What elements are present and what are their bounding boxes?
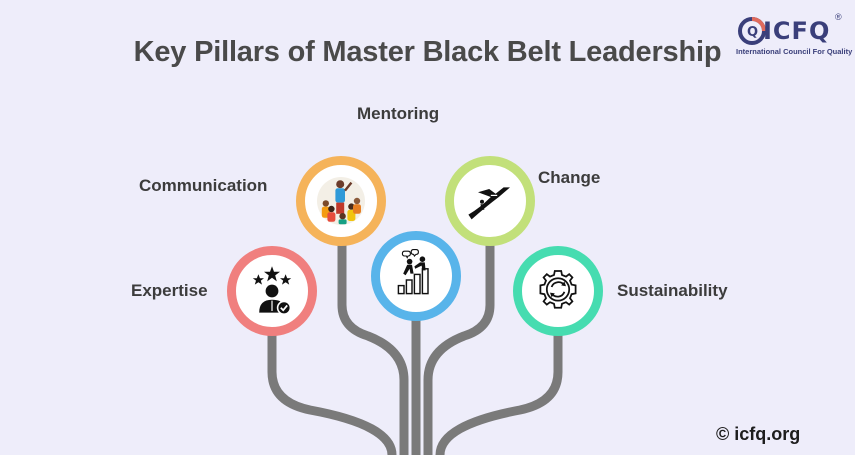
icfq-logo: Q (738, 17, 766, 45)
pillar-circle-expertise (227, 246, 317, 336)
pillar-label-communication: Communication (139, 176, 268, 195)
pillar-circle-communication (296, 156, 386, 246)
team-presentation-icon (317, 177, 365, 225)
pillar-circle-mentoring (371, 231, 461, 321)
pillar-circle-change (445, 156, 535, 246)
crossroad-icon (468, 187, 510, 220)
copyright-text: © icfq.org (716, 424, 801, 444)
pillar-label-expertise: Expertise (131, 281, 208, 300)
logo-subtitle: International Council For Quality (736, 47, 853, 56)
branch-communication (337, 227, 409, 455)
pillar-label-change: Change (538, 168, 601, 187)
pillar-circle-sustainability (513, 246, 603, 336)
logo-name: ICFQ (763, 17, 831, 45)
logo-registered-mark: ® (835, 12, 842, 22)
svg-text:Q: Q (747, 25, 758, 40)
expert-stars-icon (252, 266, 292, 315)
page-title: Key Pillars of Master Black Belt Leaders… (133, 36, 722, 68)
pillar-label-mentoring: Mentoring (357, 104, 440, 123)
branch-expertise (267, 325, 397, 455)
branch-change (423, 227, 495, 455)
pillar-label-sustainability: Sustainability (617, 281, 728, 300)
climbing-steps-icon (397, 249, 429, 295)
gear-recycle-icon (539, 270, 577, 309)
branch-sustainability (435, 325, 563, 455)
